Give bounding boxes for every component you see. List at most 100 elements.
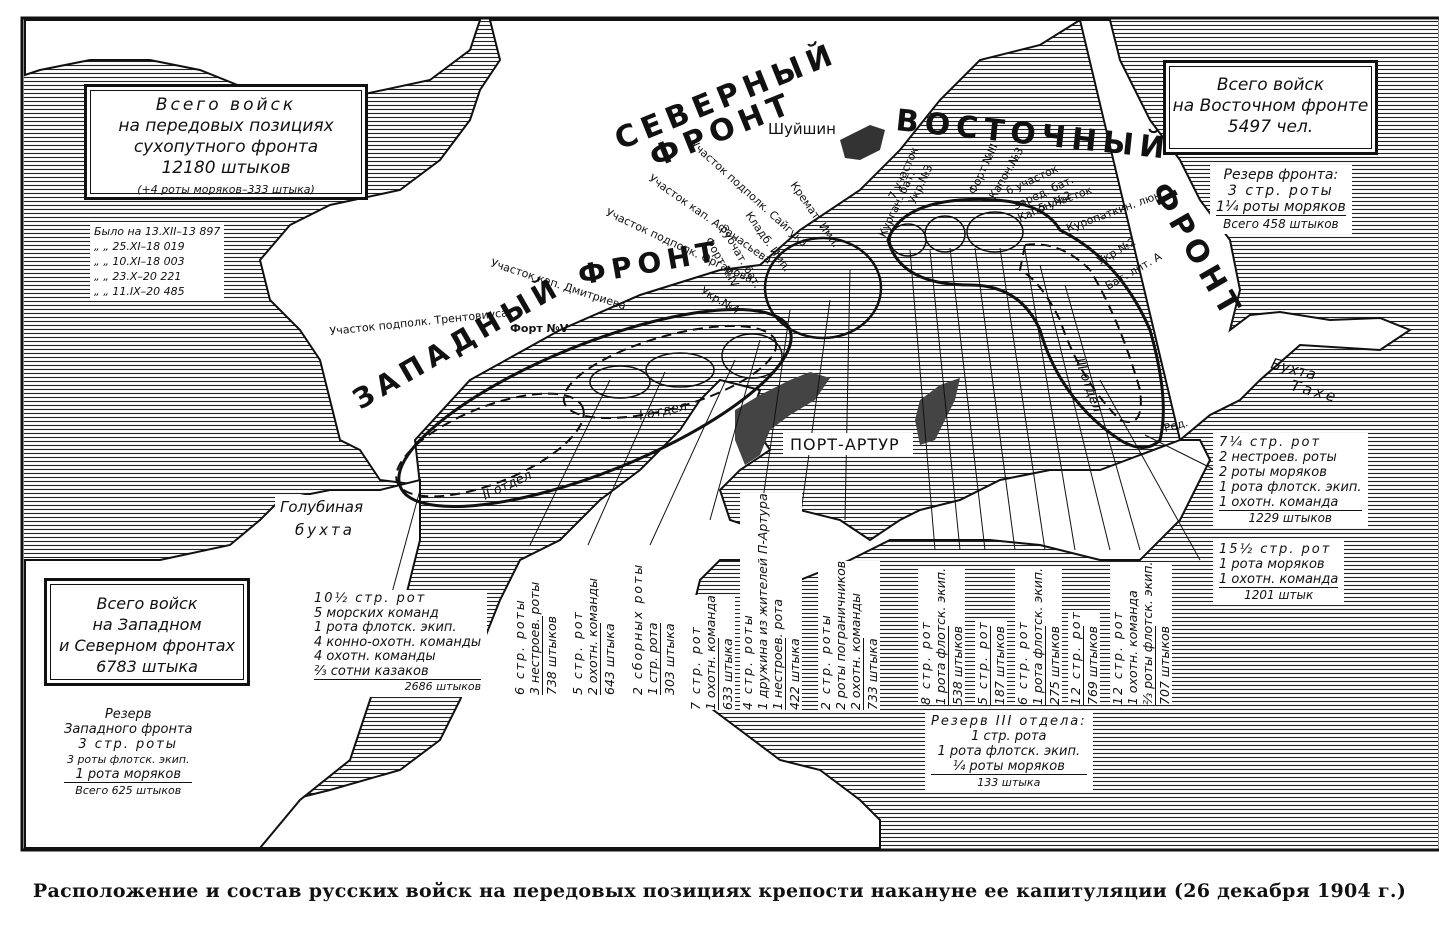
total-front-line5: (+4 роты моряков–333 штыка) bbox=[137, 183, 315, 196]
map-frame bbox=[20, 16, 1439, 852]
unit-col-line: 1 рота флотск. экип. bbox=[933, 567, 948, 705]
golubinaya-label-2: бухта bbox=[295, 521, 355, 539]
sector-reduit: Ред. bbox=[1162, 416, 1189, 435]
unit-col-line: 5 стр. рот bbox=[570, 610, 585, 695]
total-front-line2: на передовых позициях bbox=[118, 116, 334, 136]
unit-col-line: 12 стр. рот bbox=[1110, 610, 1125, 705]
otdel-2-outline bbox=[395, 392, 585, 498]
unit-col-total: 738 штыков bbox=[542, 616, 559, 695]
unit-col-total: 303 штыка bbox=[660, 623, 677, 695]
otdel2-l2: 5 морских команд bbox=[314, 605, 439, 621]
unit-col-total: 538 штыков bbox=[948, 626, 965, 705]
history-item: „ „ 10.XI–18 003 bbox=[94, 255, 185, 268]
unit-column: 2 сборных роты 1 стр. рота 303 штыка bbox=[630, 562, 677, 696]
unit-col-line: 6 стр. рот bbox=[1015, 620, 1030, 705]
unit-col-line: 5 стр. рот bbox=[975, 620, 990, 705]
west-north-line3: и Северном фронтах bbox=[58, 636, 235, 655]
unit-column: 2 стр. роты 2 роты пограничников 2 охотн… bbox=[818, 560, 880, 710]
east-force-1-l1: 7¼ стр. рот bbox=[1219, 435, 1322, 450]
total-front-box: Всего войск на передовых позициях сухопу… bbox=[84, 84, 368, 200]
unit-col-line: 1 нестроев. рота bbox=[770, 598, 785, 710]
sector-fort5: Форт №V bbox=[510, 322, 569, 335]
unit-col-line: 1 рота флотск. экип. bbox=[1030, 567, 1045, 705]
reserve3-title: Резерв III отдела: bbox=[931, 714, 1087, 729]
history-list: Было на 13.XII–13 897 „ „ 25.XI–18 019 „… bbox=[90, 222, 225, 301]
west-reserve-title2: Западного фронта bbox=[64, 722, 193, 737]
unit-col-total: 733 штыка bbox=[863, 638, 880, 710]
otdel2-l4: 4 конно-охотн. команды bbox=[314, 634, 482, 650]
otdel2-l5: 4 охотн. команды bbox=[314, 649, 436, 664]
unit-col-line: 1 охотн. команда bbox=[1125, 590, 1140, 705]
east-force-2-l3: 1 охотн. команда bbox=[1219, 572, 1339, 588]
otdel2-force: 10½ стр. рот 5 морских команд 1 рота фло… bbox=[308, 590, 488, 697]
east-reserve-title: Резерв фронта: bbox=[1223, 167, 1339, 183]
unit-col-line: 2 охотн. команды bbox=[585, 578, 600, 695]
unit-column: 6 стр. рот 1 рота флотск. экип. 275 штык… bbox=[1015, 567, 1062, 705]
history-item: „ „ 23.X–20 221 bbox=[94, 270, 182, 283]
unit-col-line: 2 сборных роты bbox=[630, 562, 645, 695]
east-reserve-l1: 3 стр. роты bbox=[1228, 183, 1334, 199]
west-reserve-l1: 3 стр. роты bbox=[78, 737, 179, 752]
west-north-line4: 6783 штыка bbox=[96, 657, 198, 676]
east-total-line1: Всего войск bbox=[1216, 75, 1325, 95]
golubinaya-label-1: Голубиная bbox=[280, 498, 363, 516]
unit-col-total: 707 штыков bbox=[1155, 626, 1172, 705]
west-reserve-l3: 1 рота моряков bbox=[64, 767, 193, 783]
east-force-1-l2: 2 нестроев. роты bbox=[1219, 450, 1337, 465]
unit-col-total: 643 штыка bbox=[600, 623, 617, 695]
shuishin-label: Шуйшин bbox=[768, 120, 836, 138]
east-force-1-l4: 1 рота флотск. экип. bbox=[1219, 480, 1362, 495]
unit-col-line: 1 стр. рота bbox=[645, 622, 660, 696]
otdel2-l6: ⅔ сотни казаков bbox=[314, 664, 482, 680]
west-reserve-l2: 3 роты флотск. экип. bbox=[66, 753, 190, 766]
unit-col-line: 2 роты пограничников bbox=[833, 560, 848, 710]
unit-column: 5 стр. рот 2 охотн. команды 643 штыка bbox=[570, 578, 617, 695]
reserve-otdel3: Резерв III отдела: 1 стр. рота 1 рота фл… bbox=[925, 712, 1093, 792]
unit-col-line: 3 нестроев. роты bbox=[527, 581, 542, 695]
unit-column: 12 стр. рот 1 охотн. команда ⅔ роты флот… bbox=[1110, 561, 1172, 705]
unit-col-line: 8 стр. рот bbox=[918, 620, 933, 705]
unit-col-total: 769 штыков bbox=[1083, 626, 1100, 705]
east-total-line3: 5497 чел. bbox=[1227, 117, 1314, 137]
unit-column: 5 стр. рот 187 штыков bbox=[975, 620, 1007, 705]
unit-col-line: 1 охотн. команда bbox=[703, 595, 718, 710]
unit-column: 7 стр. рот 1 охотн. команда 633 штыка bbox=[688, 595, 735, 710]
east-reserve: Резерв фронта: 3 стр. роты 1¼ роты моряк… bbox=[1210, 165, 1352, 234]
east-reserve-l2: 1¼ роты моряков bbox=[1216, 199, 1346, 216]
reserve3-l2: 1 рота флотск. экип. bbox=[937, 744, 1081, 759]
unit-column: 6 стр. роты 3 нестроев. роты 738 штыков bbox=[512, 581, 559, 695]
otdel2-l3: 1 рота флотск. экип. bbox=[314, 620, 457, 635]
total-front-line3: сухопутного фронта bbox=[133, 137, 319, 157]
map-caption: Расположение и состав русских войск на п… bbox=[32, 880, 1407, 902]
unit-col-line: ⅔ роты флотск. экип. bbox=[1140, 561, 1155, 705]
east-force-1-total: 1229 штыков bbox=[1248, 511, 1333, 525]
unit-col-line: 1 дружина из жителей П-Артура bbox=[755, 493, 770, 710]
total-front-line1: Всего войск bbox=[155, 95, 297, 115]
reserve3-l1: 1 стр. рота bbox=[971, 729, 1047, 744]
reserve3-l3: ¼ роты моряков bbox=[931, 759, 1087, 775]
history-item: Было на 13.XII–13 897 bbox=[94, 225, 221, 238]
unit-col-total: 187 штыков bbox=[990, 626, 1007, 705]
east-force-2-total: 1201 штык bbox=[1244, 588, 1314, 602]
west-north-total-box: Всего войск на Западном и Северном фронт… bbox=[44, 578, 250, 686]
east-force-1-l3: 2 роты моряков bbox=[1219, 465, 1327, 480]
west-north-line1: Всего войск bbox=[96, 594, 198, 613]
east-front-outline bbox=[886, 197, 1165, 449]
east-force-1: 7¼ стр. рот 2 нестроев. роты 2 роты моря… bbox=[1213, 433, 1368, 528]
north-front-outline bbox=[763, 236, 883, 340]
unit-col-line: 6 стр. роты bbox=[512, 598, 527, 695]
west-reserve-total: Всего 625 штыков bbox=[75, 784, 182, 797]
unit-col-total: 633 штыка bbox=[718, 638, 735, 710]
unit-col-line: 2 охотн. команды bbox=[848, 593, 863, 710]
port-arthur-label: ПОРТ-АРТУР bbox=[790, 435, 900, 454]
west-reserve-title: Резерв bbox=[104, 707, 152, 722]
unit-column: 8 стр. рот 1 рота флотск. экип. 538 штык… bbox=[918, 567, 965, 705]
east-total-box: Всего войск на Восточном фронте 5497 чел… bbox=[1163, 60, 1378, 155]
unit-column: 12 стр. рот 769 штыков bbox=[1068, 610, 1100, 705]
east-reserve-total: Всего 458 штыков bbox=[1223, 217, 1339, 231]
west-north-line2: на Западном bbox=[92, 615, 202, 634]
port-arthur-town bbox=[735, 372, 830, 465]
unit-col-line: 7 стр. рот bbox=[688, 625, 703, 710]
unit-column: 4 стр. роты 1 дружина из жителей П-Артур… bbox=[740, 493, 802, 710]
east-force-2-l1: 15½ стр. рот bbox=[1219, 542, 1332, 557]
